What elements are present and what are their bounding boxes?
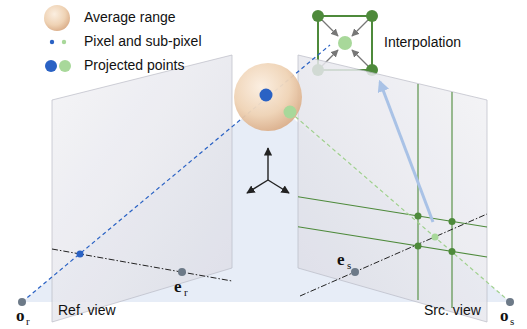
average-range-sphere [234,63,302,131]
axes-symbol [247,148,289,193]
subscript-label: r [26,315,30,328]
grid-corners [415,213,456,255]
epipolar-line [52,249,232,281]
epipolar-line [300,214,487,296]
src-ray [290,112,510,302]
subscript-label: r [184,286,188,299]
ref-pixel [77,251,84,258]
heading-label: Interpolation [384,34,461,50]
legend-text: Average range [84,9,176,25]
view-label: Src. view [424,302,481,318]
symbol-label: o [16,306,25,326]
interp-arrows [322,20,368,66]
subscript-label: s [510,315,514,328]
src-plane [298,55,487,322]
interp-center [338,36,352,50]
legend-text: Pixel and sub-pixel [84,33,202,49]
projected-sample [59,60,71,72]
range-sample [44,5,70,31]
pixel-sample [50,40,54,44]
subscript-label: s [347,259,351,272]
ref-plane [52,55,232,322]
view-label: Ref. view [58,302,116,318]
src-subpixel [432,234,439,241]
projected-sample [45,60,57,72]
legend-text: Projected points [84,57,184,73]
projected-point [284,106,297,119]
symbol-label: e [174,277,182,297]
ref-ray [22,45,330,302]
subpixel-sample [62,40,66,44]
camera-points [18,268,514,306]
projected-point [260,89,273,102]
symbol-label: e [337,250,345,270]
symbol-label: o [500,306,509,326]
zoom-arrow [380,82,433,222]
